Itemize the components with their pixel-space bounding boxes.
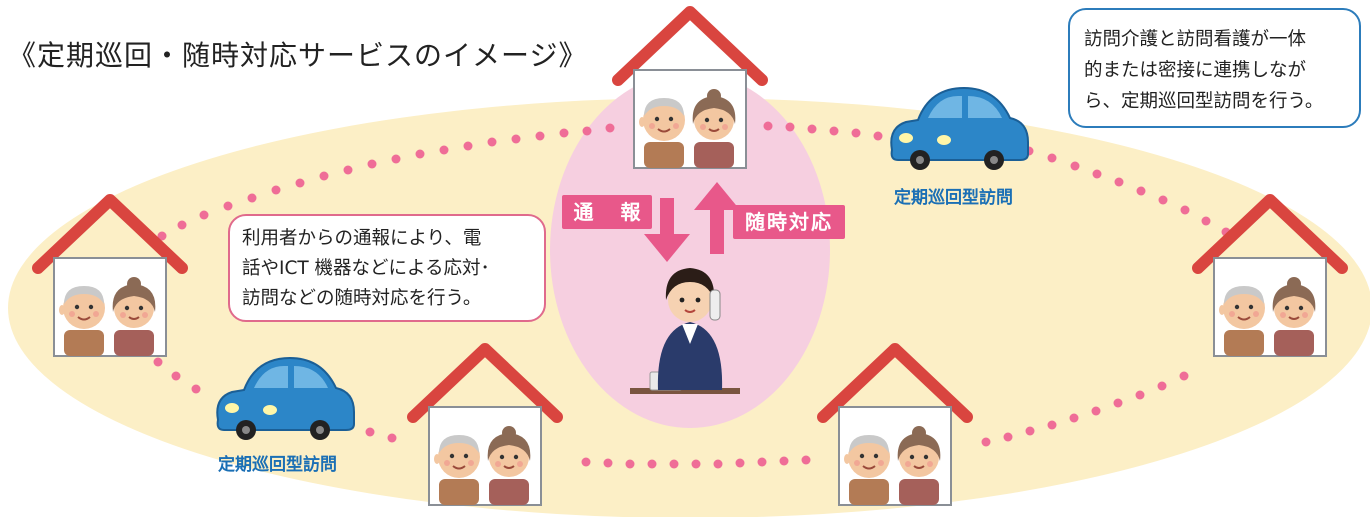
dotted-route: [153, 121, 1231, 469]
bubble-right-line-3: ら、定期巡回型訪問を行う。: [1084, 91, 1324, 112]
bubble-right-line-2: 的または密接に連携しなが: [1084, 60, 1307, 81]
call-response-bubble: 利用者からの通報により、電 話やICT 機器などによる応対･ 訪問などの随時対応…: [228, 214, 546, 322]
report-arrow: [644, 198, 690, 262]
bubble-left-line-1: 利用者からの通報により、電: [242, 228, 482, 249]
bubble-right-line-1: 訪問介護と訪問看護が一体: [1084, 29, 1307, 50]
operator-icon: [630, 268, 740, 394]
diagram-title: 《定期巡回・随時対応サービスのイメージ》: [8, 39, 588, 72]
report-label: 通 報: [562, 195, 652, 229]
response-label: 随時対応: [733, 205, 845, 239]
bubble-left-line-2: 話やICT 機器などによる応対･: [242, 258, 490, 279]
car-right-label: 定期巡回型訪問: [894, 188, 1013, 208]
car-right: [890, 87, 1029, 171]
visit-cooperation-bubble: 訪問介護と訪問看護が一体 的または密接に連携しなが ら、定期巡回型訪問を行う。: [1068, 8, 1361, 128]
bubble-left-line-3: 訪問などの随時対応を行う。: [242, 288, 482, 309]
response-arrow: [694, 182, 740, 254]
center-oval: [550, 72, 830, 428]
house-top-center: [618, 12, 762, 168]
car-left-label: 定期巡回型訪問: [218, 455, 337, 475]
